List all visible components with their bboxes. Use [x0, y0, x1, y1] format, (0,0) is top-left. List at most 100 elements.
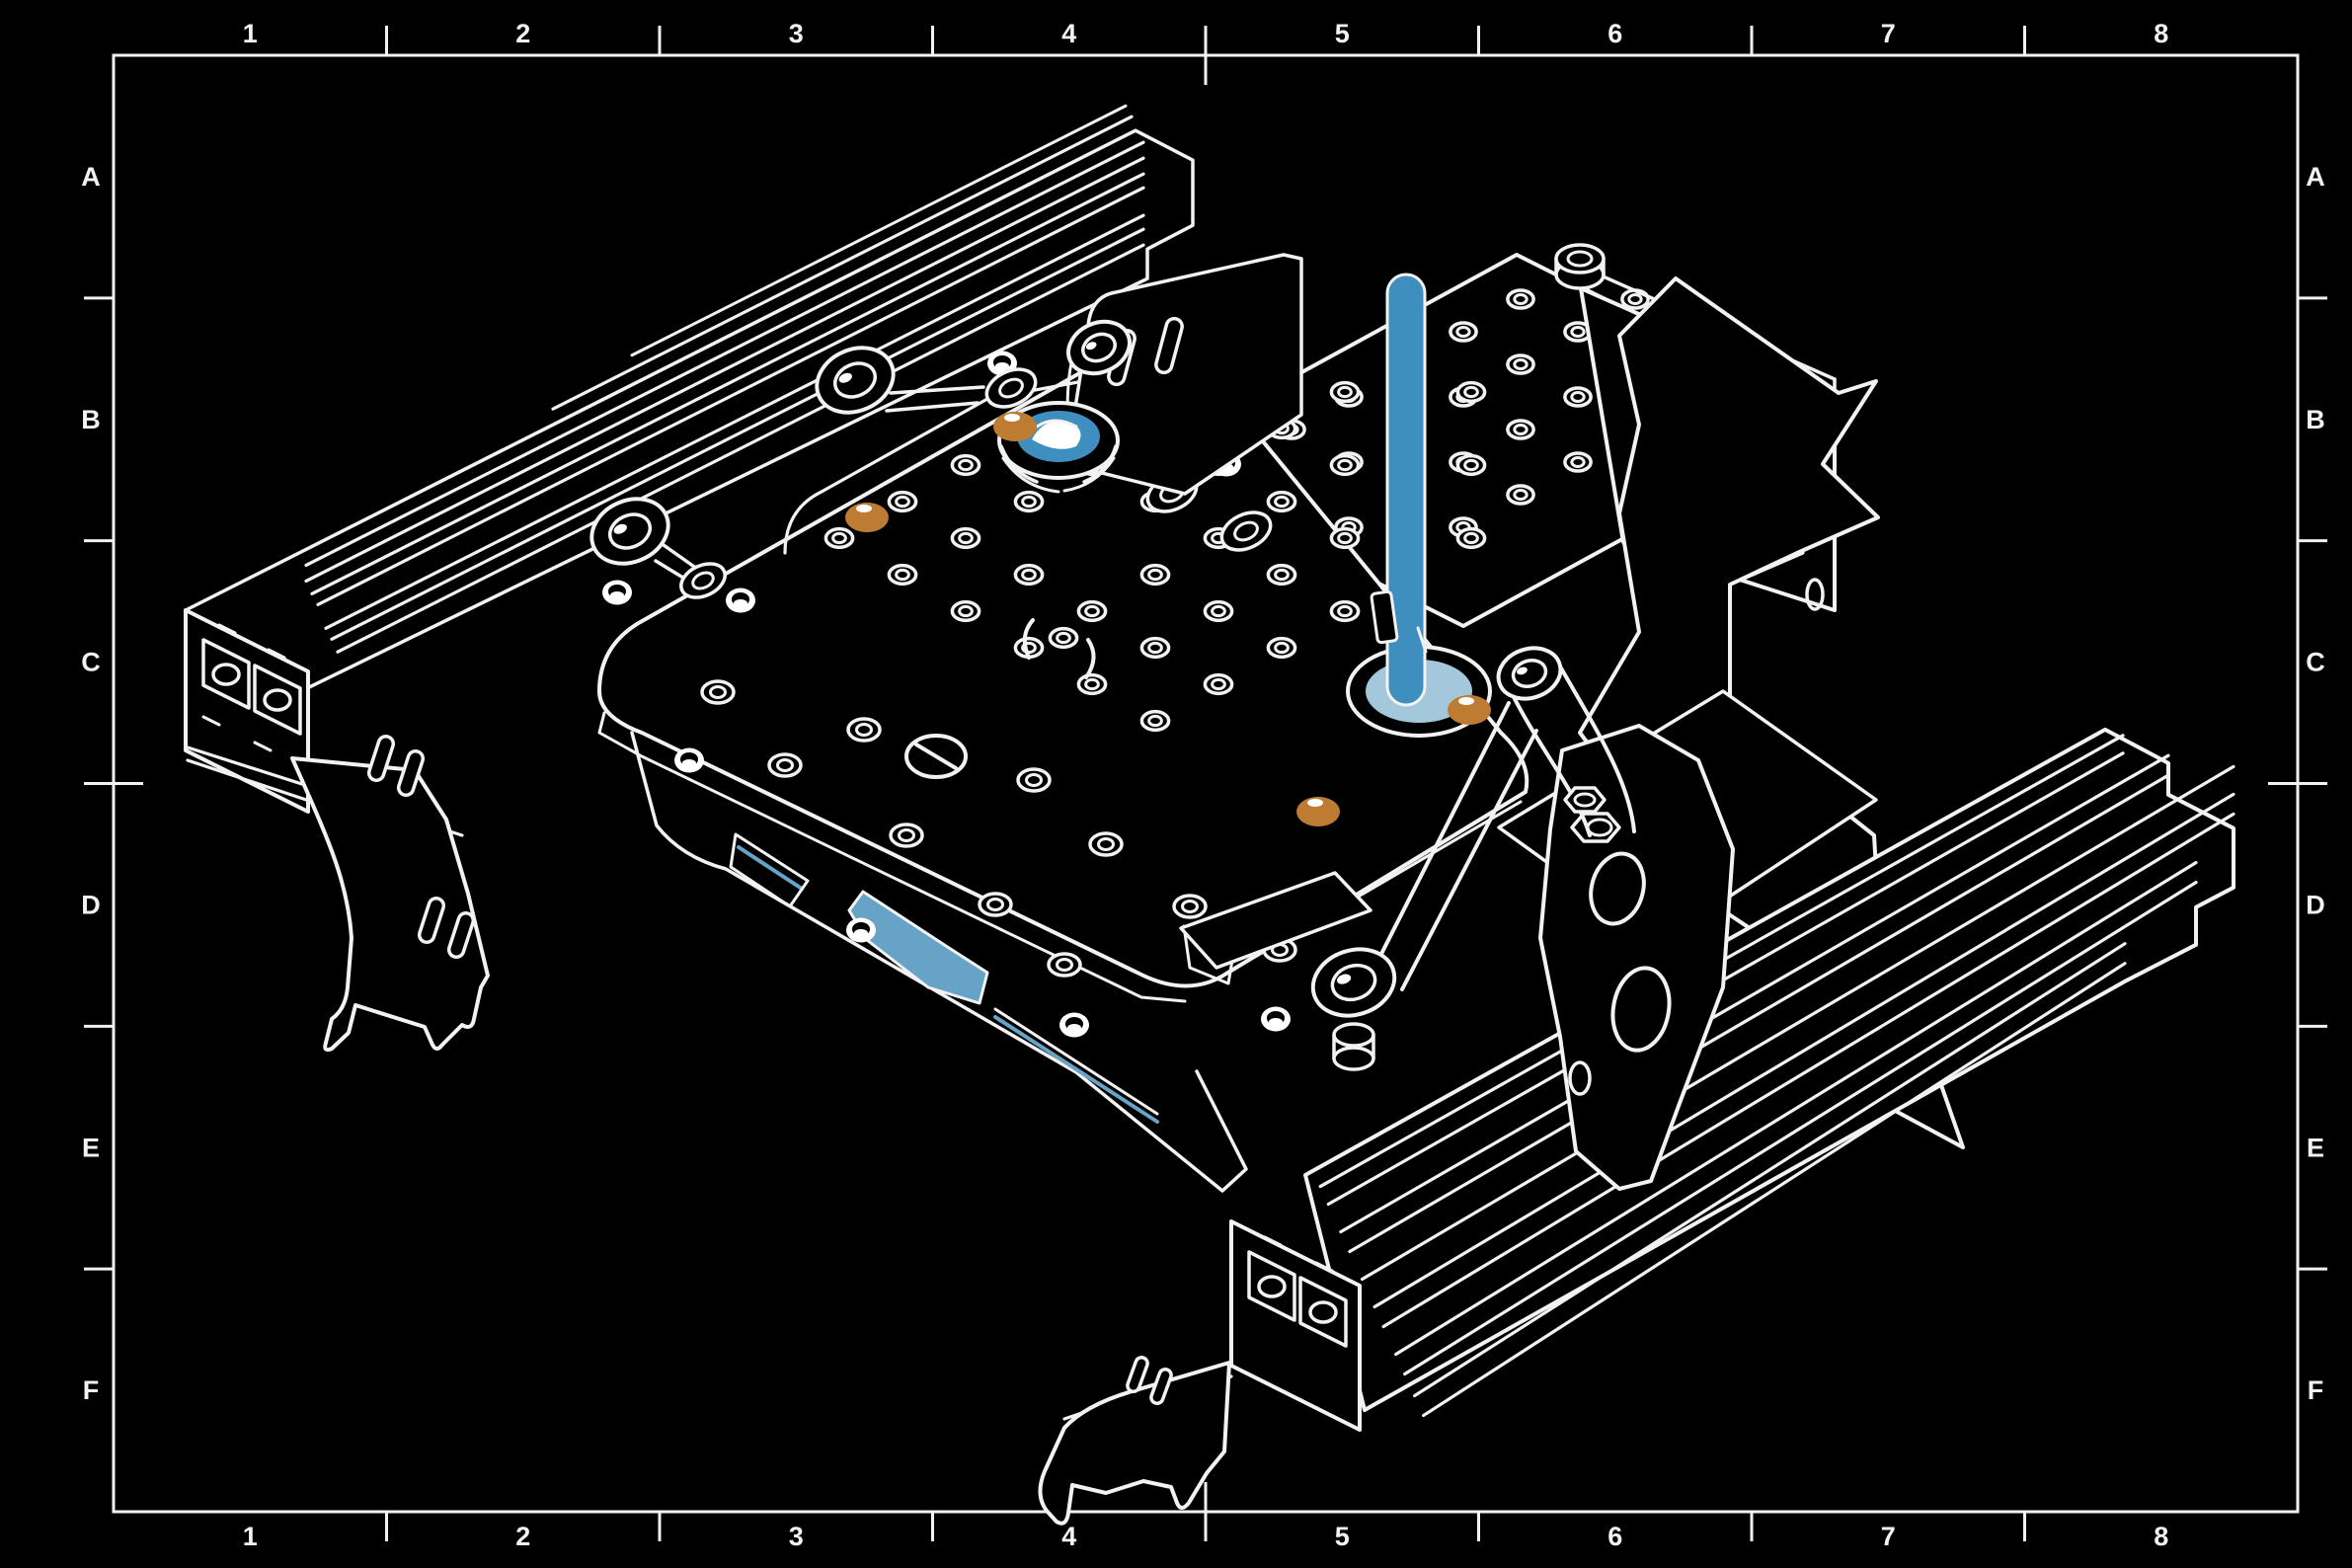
hole — [1307, 799, 1323, 807]
zone-row-label-right: C — [2306, 648, 2325, 677]
rail-top-left — [184, 104, 1195, 1053]
edge — [1348, 773, 2170, 1254]
hole — [1257, 1275, 1287, 1298]
hole — [1147, 714, 1163, 728]
hole — [832, 361, 878, 399]
hole — [855, 723, 873, 737]
hole — [1516, 666, 1528, 675]
zone-col-label-bottom: 8 — [2154, 1522, 2168, 1551]
edge — [217, 623, 237, 635]
edge — [1149, 1367, 1173, 1406]
hole — [1463, 458, 1479, 472]
hole — [986, 898, 1004, 911]
zone-col-label-bottom: 5 — [1335, 1522, 1350, 1551]
edge — [1372, 792, 2235, 1309]
edge — [1385, 273, 1427, 707]
hole — [1459, 709, 1479, 719]
edge — [253, 741, 273, 752]
zone-row-label-left: C — [81, 648, 101, 677]
edge — [1381, 812, 2235, 1329]
hole — [1021, 568, 1037, 582]
edge — [914, 743, 958, 770]
hole — [898, 828, 915, 842]
hole — [1085, 342, 1097, 351]
edge — [1001, 456, 1116, 494]
hole — [1570, 325, 1586, 339]
edge — [783, 377, 1096, 555]
zone-row-label-left: B — [81, 405, 101, 434]
edge — [366, 735, 396, 782]
hole — [1513, 357, 1529, 371]
hole — [1097, 837, 1115, 851]
zone-col-label-top: 7 — [1881, 19, 1896, 48]
hole — [1021, 495, 1037, 509]
edge — [184, 128, 1195, 748]
hole — [838, 372, 852, 383]
hole — [995, 362, 1009, 370]
highlights — [845, 273, 1492, 826]
edge — [1378, 701, 1511, 958]
edge — [1314, 1261, 1334, 1273]
edge — [201, 715, 221, 727]
hole — [1337, 385, 1353, 399]
edge — [993, 1015, 1159, 1124]
hole — [1568, 1060, 1592, 1096]
edge — [201, 638, 251, 710]
edge — [1064, 253, 1303, 496]
hole — [1337, 604, 1353, 618]
zone-row-label-right: D — [2306, 890, 2325, 919]
edge — [1412, 942, 2127, 1398]
hole — [211, 663, 241, 686]
hole — [1337, 531, 1353, 545]
edge — [630, 104, 1128, 357]
edge — [1370, 589, 1399, 645]
edge — [1032, 421, 1081, 449]
hole — [895, 568, 910, 582]
hole — [1308, 811, 1328, 821]
zone-row-label-left: F — [83, 1375, 100, 1405]
zone-col-label-top: 8 — [2154, 19, 2168, 48]
hole — [1332, 1022, 1375, 1048]
hole — [1463, 531, 1479, 545]
zone-row-label-left: E — [82, 1133, 100, 1162]
edge — [1084, 638, 1096, 679]
edge — [336, 243, 1145, 654]
zone-row-label-right: B — [2306, 405, 2325, 434]
zone-col-label-top: 2 — [515, 19, 530, 48]
hole — [998, 377, 1024, 399]
edge — [551, 115, 1134, 411]
hole — [734, 599, 747, 607]
edge — [1326, 751, 2125, 1207]
hole — [1566, 250, 1594, 268]
zone-row-label-left: A — [81, 162, 101, 192]
hole — [709, 685, 727, 699]
hole — [1463, 385, 1479, 399]
edge — [417, 897, 446, 944]
edge — [847, 890, 989, 1005]
zone-col-label-top: 4 — [1061, 19, 1076, 48]
hole — [1211, 604, 1226, 618]
hole — [1511, 659, 1548, 688]
hole — [613, 523, 627, 534]
hole — [1147, 568, 1163, 582]
edge — [1421, 962, 2127, 1418]
hole — [1067, 1024, 1081, 1032]
hole — [1084, 677, 1100, 691]
hole — [1458, 697, 1474, 705]
hole — [1308, 1300, 1338, 1324]
edge — [1400, 729, 1538, 991]
hole — [1610, 966, 1672, 1053]
edge — [1038, 1361, 1231, 1526]
hole — [1337, 458, 1353, 472]
zone-col-label-bottom: 3 — [789, 1522, 804, 1551]
hole — [1004, 414, 1020, 422]
edge — [324, 213, 1145, 630]
hole — [1084, 604, 1100, 618]
edge — [1394, 860, 2198, 1357]
hole — [1056, 631, 1071, 645]
hole — [1269, 1018, 1283, 1026]
edge — [1154, 316, 1184, 375]
